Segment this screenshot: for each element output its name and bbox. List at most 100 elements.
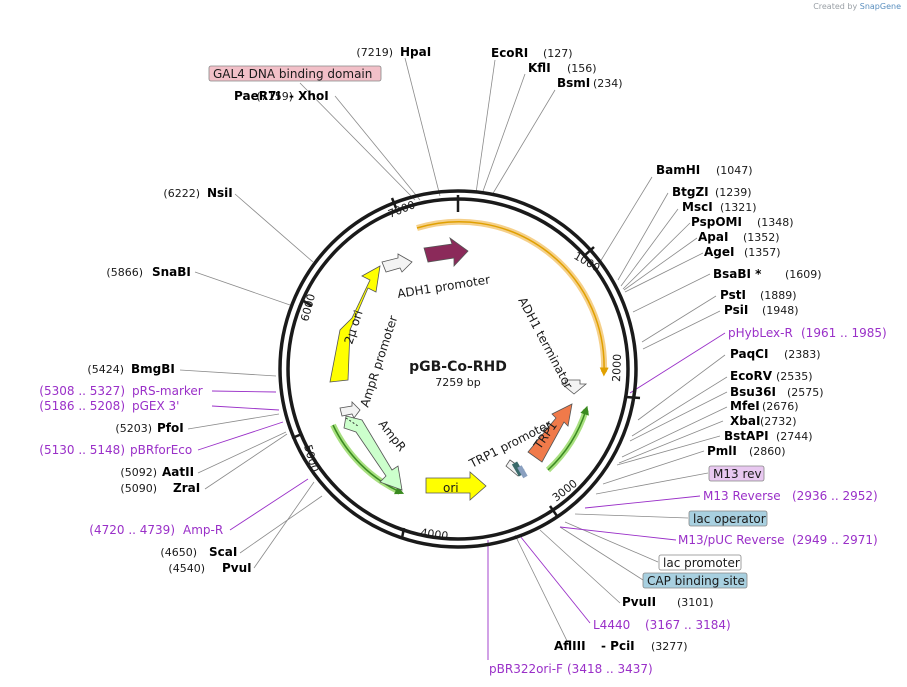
primer-range: (2936 .. 2952) <box>792 489 878 503</box>
enzyme-site-name: MscI <box>682 200 713 214</box>
enzyme-site-name: - PciI <box>601 639 635 653</box>
enzyme-site-position: (7219) <box>356 46 393 59</box>
primer-name: pHybLex-R <box>728 326 793 340</box>
enzyme-site-name: BamHI <box>656 163 700 177</box>
enzyme-site-name: ZraI <box>173 481 200 495</box>
position-ticks <box>291 195 641 539</box>
enzyme-site-name: PvuI <box>222 561 252 575</box>
backbone-outer <box>278 189 638 549</box>
enzyme-site-position: (1239) <box>715 186 752 199</box>
tick-mark <box>301 298 313 308</box>
trp1-arc-line <box>547 405 589 471</box>
enzyme-site-name: BtgZI <box>672 185 709 199</box>
enzyme-site-position: (5866) <box>106 266 143 279</box>
enzyme-site-name: ApaI <box>698 230 728 244</box>
enzyme-site-name: SnaBI <box>152 265 191 279</box>
enzyme-site-position: (4650) <box>160 546 197 559</box>
enzyme-site-position: (2383) <box>784 348 821 361</box>
ampr-promoter-arrow <box>339 401 361 419</box>
ampr-arrow <box>343 415 403 491</box>
ori-label: ori <box>443 481 459 495</box>
enzyme-site-name: NsiI <box>207 186 233 200</box>
tick-mark <box>390 197 398 209</box>
feature-box <box>642 572 748 589</box>
feature-small-arrow <box>381 253 413 273</box>
enzyme-site-position: (3101) <box>677 596 714 609</box>
enzyme-site-position: (1352) <box>743 231 780 244</box>
enzyme-site-position: (2575) <box>787 386 824 399</box>
enzyme-site-position: (6222) <box>163 187 200 200</box>
enzyme-site-name: EcoRI <box>491 46 528 60</box>
ampr-promoter-label: AmpR promoter <box>358 314 401 409</box>
feature-box-label: lac operator <box>693 512 766 526</box>
watermark: Created by SnapGene <box>813 2 901 11</box>
primer-range: (3167 .. 3184) <box>645 618 731 632</box>
primer-range: (1961 .. 1985) <box>801 326 887 340</box>
enzyme-site-position: (7159) <box>256 90 293 103</box>
enzyme-site-name: BsmI <box>557 76 590 90</box>
enzyme-site-position: (5203) <box>115 422 152 435</box>
feature-box <box>708 465 765 482</box>
enzyme-site-position: (5090) <box>120 482 157 495</box>
feature-box <box>658 554 742 571</box>
2mu-ori-arrow <box>329 265 381 383</box>
enzyme-site-name: PaqCI <box>730 347 768 361</box>
enzyme-site-name: EcoRV <box>730 369 773 383</box>
gal4-arc-line <box>416 221 609 377</box>
enzyme-site-name: PspOMI <box>691 215 742 229</box>
tick-label: 4000 <box>420 526 450 543</box>
enzyme-site-position: (5092) <box>120 466 157 479</box>
primer-name: L4440 <box>593 618 630 632</box>
tick-mark <box>291 432 303 440</box>
enzyme-site-name: PfoI <box>157 421 184 435</box>
tick-mark <box>583 246 595 257</box>
ampr-label: AmpR <box>376 417 409 454</box>
trp1-arrow <box>527 403 573 463</box>
enzyme-site-position: (1889) <box>760 289 797 302</box>
tick-mark <box>548 505 559 517</box>
tick-label: 2000 <box>610 354 624 382</box>
lac-cluster-block <box>517 465 528 479</box>
primer-name: pRS-marker <box>132 384 203 398</box>
enzyme-site-name: PmlI <box>707 444 737 458</box>
gal4-box <box>208 65 382 82</box>
primer-range: (4720 .. 4739) <box>89 523 175 537</box>
tick-mark <box>625 395 641 400</box>
primer-range: (5130 .. 5148) <box>39 443 125 457</box>
enzyme-site-position: (156) <box>567 62 597 75</box>
enzyme-site-name: - XhoI <box>289 89 329 103</box>
enzyme-site-position: (2732) <box>760 415 797 428</box>
tick-label: 7000 <box>386 198 417 221</box>
primer-range: (5308 .. 5327) <box>39 384 125 398</box>
enzyme-site-position: (1321) <box>720 201 757 214</box>
enzyme-site-name: AgeI <box>704 245 734 259</box>
enzyme-site-name: Bsu36I <box>730 385 776 399</box>
primer-name: pBRforEco <box>130 443 192 457</box>
feature-box-label: lac promoter <box>663 556 740 570</box>
feature-box <box>688 510 768 527</box>
enzyme-site-name: AflIII <box>554 639 586 653</box>
enzyme-site-position: (1609) <box>785 268 822 281</box>
ampr-dash <box>345 417 359 427</box>
primer-lines <box>197 332 726 660</box>
enzyme-site-name: XbaI <box>730 414 760 428</box>
enzyme-site-name: BsaBI * <box>713 267 762 281</box>
enzyme-site-name: PvuII <box>622 595 656 609</box>
primer-range: (5186 .. 5208) <box>39 399 125 413</box>
enzyme-site-position: (2744) <box>776 430 813 443</box>
adh1-terminator-label: ADH1 terminator <box>515 295 575 391</box>
enzyme-site-position: (1348) <box>757 216 794 229</box>
enzyme-site-position: (1948) <box>762 304 799 317</box>
tick-mark <box>400 527 406 539</box>
enzyme-site-name: BstAPI <box>724 429 769 443</box>
enzyme-site-position: (4540) <box>168 562 205 575</box>
feature-box-label: M13 rev <box>713 467 762 481</box>
primer-name: M13 Reverse <box>703 489 781 503</box>
ori-arrow <box>425 471 487 501</box>
plasmid-length: 7259 bp <box>435 376 480 389</box>
primer-name: pBR322ori-F <box>489 662 563 676</box>
enzyme-site-name: AatII <box>162 465 194 479</box>
tick-label: 6000 <box>298 292 318 322</box>
enzyme-site-name: MfeI <box>730 399 760 413</box>
